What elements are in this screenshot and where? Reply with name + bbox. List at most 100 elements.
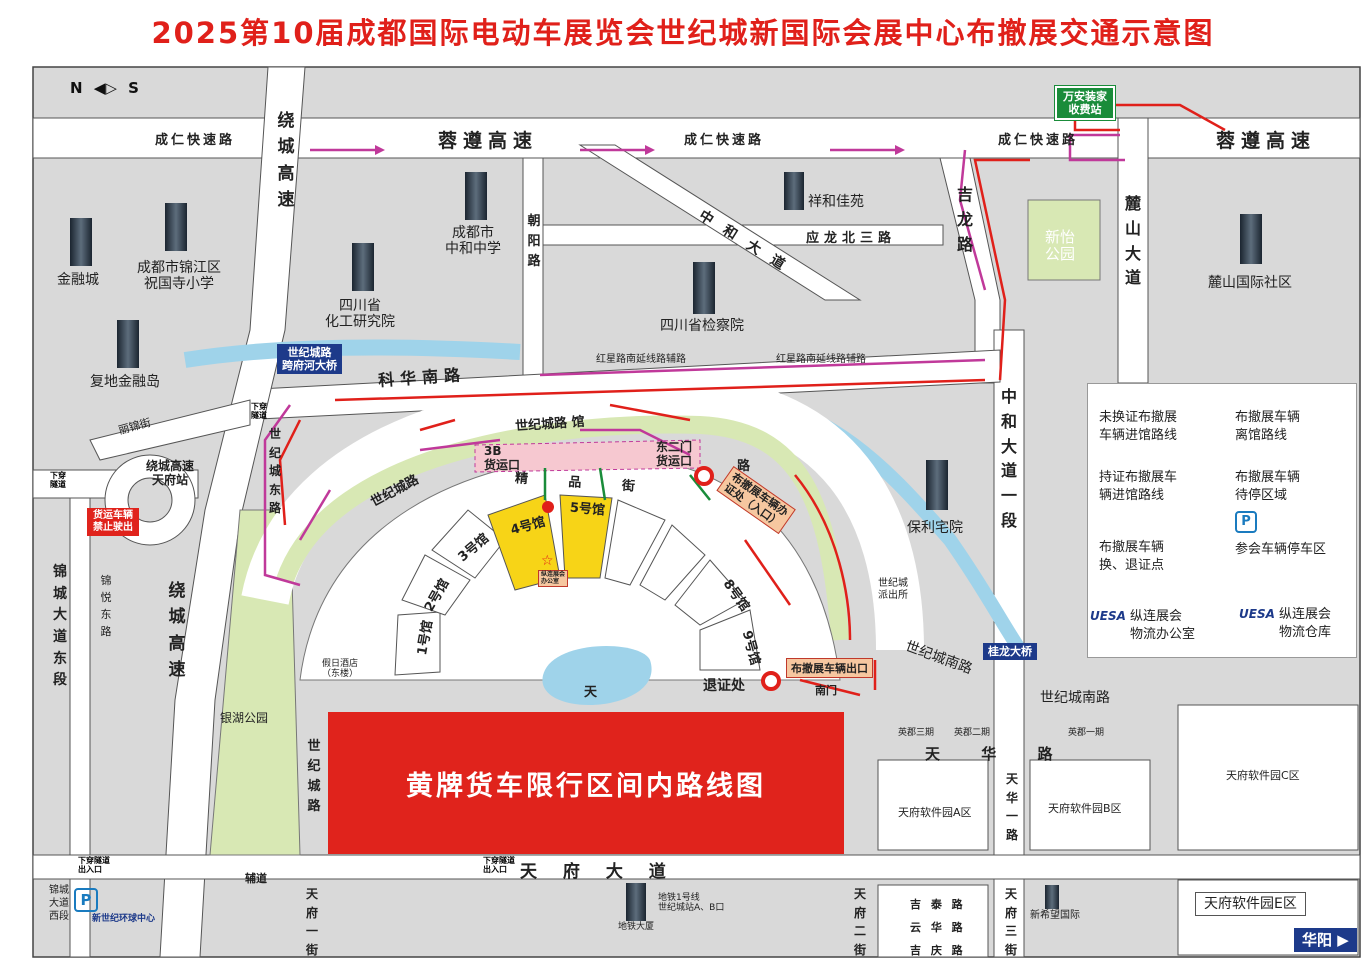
gate-3b: 3B 货运口 [484, 444, 521, 472]
building-icon [70, 218, 92, 266]
software-a-block [877, 759, 989, 851]
place-global-center: 新世纪环球中心 [92, 914, 156, 924]
software-b-block [1029, 759, 1151, 851]
legend-red-route: 布撤展车辆 离馆路线 [1235, 410, 1301, 443]
road-jiqing: 吉 庆 路 [910, 944, 966, 957]
road-shijicheng-east: 世纪城东路 [268, 427, 281, 516]
building-icon [352, 243, 374, 291]
road-jinyue-east: 锦悦东路 [100, 574, 112, 639]
road-chengren-3: 成仁快速路 [998, 133, 1079, 148]
compass-north: N [70, 79, 83, 97]
road-shijicheng-south-2: 世纪城南路 [1040, 690, 1110, 706]
road-hongxing-1: 红星路南延线路辅路 [596, 354, 686, 365]
hall-5-shape [559, 494, 613, 579]
building-icon [1240, 214, 1262, 264]
cert-point-south [761, 671, 781, 691]
hall-9-shape [699, 609, 761, 671]
road-tianfu-avenue: 天 府 大 道 [520, 862, 676, 882]
legend-warehouse: 纵连展会 物流仓库 [1279, 607, 1332, 640]
place-lushan-community: 麓山国际社区 [1208, 275, 1292, 291]
cert-point-east [694, 466, 714, 486]
road-rongzun-1: 蓉遵高速 [438, 130, 539, 152]
road-lushan: 麓山大道 [1124, 194, 1141, 288]
legend-waiting-area: 布撤展车辆 待停区域 [1235, 470, 1301, 503]
place-jiari-hotel: 假日酒店 （东楼） [322, 659, 359, 680]
road-yinglong: 应龙北三路 [806, 231, 897, 246]
road-rongzun-2: 蓉遵高速 [1216, 130, 1317, 152]
place-jinrongcheng: 金融城 [57, 272, 99, 288]
vehicle-exit-tag: 布撤展车辆出口 [786, 658, 873, 678]
parking-icon: P [74, 888, 98, 912]
compass-south: S [128, 79, 139, 97]
pink-arrowheads [375, 145, 905, 155]
legend-uesa-brand-2: UESA [1239, 607, 1275, 621]
truck-exit-ban-badge: 货运车辆 禁止驶出 [87, 508, 139, 536]
road-tianhua-1: 天华一路 [1005, 772, 1018, 842]
place-raocheng-tianfu: 绕城高速 天府站 [146, 459, 195, 487]
xinyi-park-shape [1027, 199, 1101, 281]
lijin-street [89, 399, 251, 461]
place-zhonghe-school: 成都市 中和中学 [445, 225, 501, 258]
venue-ring-road [241, 374, 924, 651]
legend-green-route: 持证布撤展车 辆进馆路线 [1099, 470, 1178, 503]
huayang-badge[interactable]: 华阳 ▶ [1294, 928, 1357, 952]
road-hongxing-2: 红星路南延线路辅路 [776, 354, 866, 365]
building-icon [926, 460, 948, 510]
tunnel-badge-4: 下穿隧道 出入口 [483, 856, 515, 874]
map-title: 2025第10届成都国际电动车展览会世纪城新国际会展中心布撤展交通示意图 [151, 16, 1215, 50]
star-icon: ☆ [541, 553, 554, 569]
road-shijicheng-bottom: 世纪城路 [307, 739, 321, 815]
compass: N ◀▷ S [70, 79, 139, 97]
legend-parking: 参会车辆停车区 [1235, 542, 1327, 557]
tunnel-badge-2: 下穿 隧道 [251, 402, 267, 420]
place-yinhu-park: 银湖公园 [220, 711, 269, 725]
road-yunhua: 云 华 路 [910, 921, 966, 934]
zhonghe-diagonal [578, 144, 862, 301]
road-jincheng-west: 锦城大道西段 [49, 885, 69, 922]
lushan-road [1117, 117, 1149, 384]
road-zhonghe-1: 中和大道一段 [1000, 387, 1017, 530]
legend-panel: 未换证布撤展 车辆进馆路线 布撤展车辆 离馆路线 持证布撤展车 辆进馆路线 布撤… [1087, 383, 1357, 658]
road-tian-small: 天 [584, 685, 598, 700]
road-raocheng-2: 绕城高速 [168, 581, 186, 681]
return-cert: 退证处 [703, 678, 745, 694]
compass-arrow-icon: ◀▷ [93, 79, 117, 97]
hall-8-shape [674, 559, 746, 626]
place-yingjun-3: 英郡三期 [898, 728, 935, 738]
road-jitai: 吉 泰 路 [910, 898, 966, 911]
legend-cert-point: 布撤展车辆 换、退证点 [1099, 540, 1165, 573]
building-icon [1045, 885, 1059, 909]
place-software-b: 天府软件园B区 [1048, 802, 1122, 815]
pond [542, 646, 652, 705]
software-c-block [1177, 704, 1359, 851]
bridge-guilong-badge: 桂龙大桥 [983, 643, 1037, 661]
place-xinxiwang: 新希望国际 [1030, 910, 1080, 921]
building-icon [626, 883, 646, 921]
road-tianfu-2: 天府二街 [853, 887, 866, 957]
road-raocheng-1: 绕城高速 [277, 111, 295, 211]
place-yingjun-1: 英郡一期 [1068, 728, 1105, 738]
place-software-e: 天府软件园E区 [1195, 892, 1306, 917]
hall-5: 5号馆 [569, 500, 606, 519]
place-jinjiang-school: 成都市锦江区 祝国寺小学 [137, 260, 221, 293]
hall-fan [394, 494, 761, 676]
hall-2-shape [401, 554, 471, 616]
place-yingjun-2: 英郡二期 [954, 728, 991, 738]
red-routes [278, 103, 1226, 697]
gate-east2: 东二门 货运口 [656, 440, 693, 468]
building-icon [117, 320, 139, 368]
road-tianhua: 天 华 路 [925, 745, 1071, 763]
road-tianfu-1: 天府一街 [305, 887, 318, 957]
road-chengren-1: 成仁快速路 [155, 133, 236, 148]
legend-uesa-brand-1: UESA [1090, 609, 1126, 623]
toll-station-badge: 万安装家 收费站 [1054, 84, 1116, 122]
warehouse-dot [542, 501, 554, 513]
venue-green-ring [276, 415, 849, 641]
place-baoli: 保利宅院 [907, 520, 963, 536]
tianfu-avenue [32, 854, 1361, 880]
road-jincheng-east: 锦城大道东段 [53, 564, 67, 689]
road-chaoyang: 朝阳路 [527, 214, 541, 270]
road-fudao: 辅道 [245, 872, 267, 885]
road-chengren-2: 成仁快速路 [684, 133, 765, 148]
river-west [183, 339, 521, 368]
